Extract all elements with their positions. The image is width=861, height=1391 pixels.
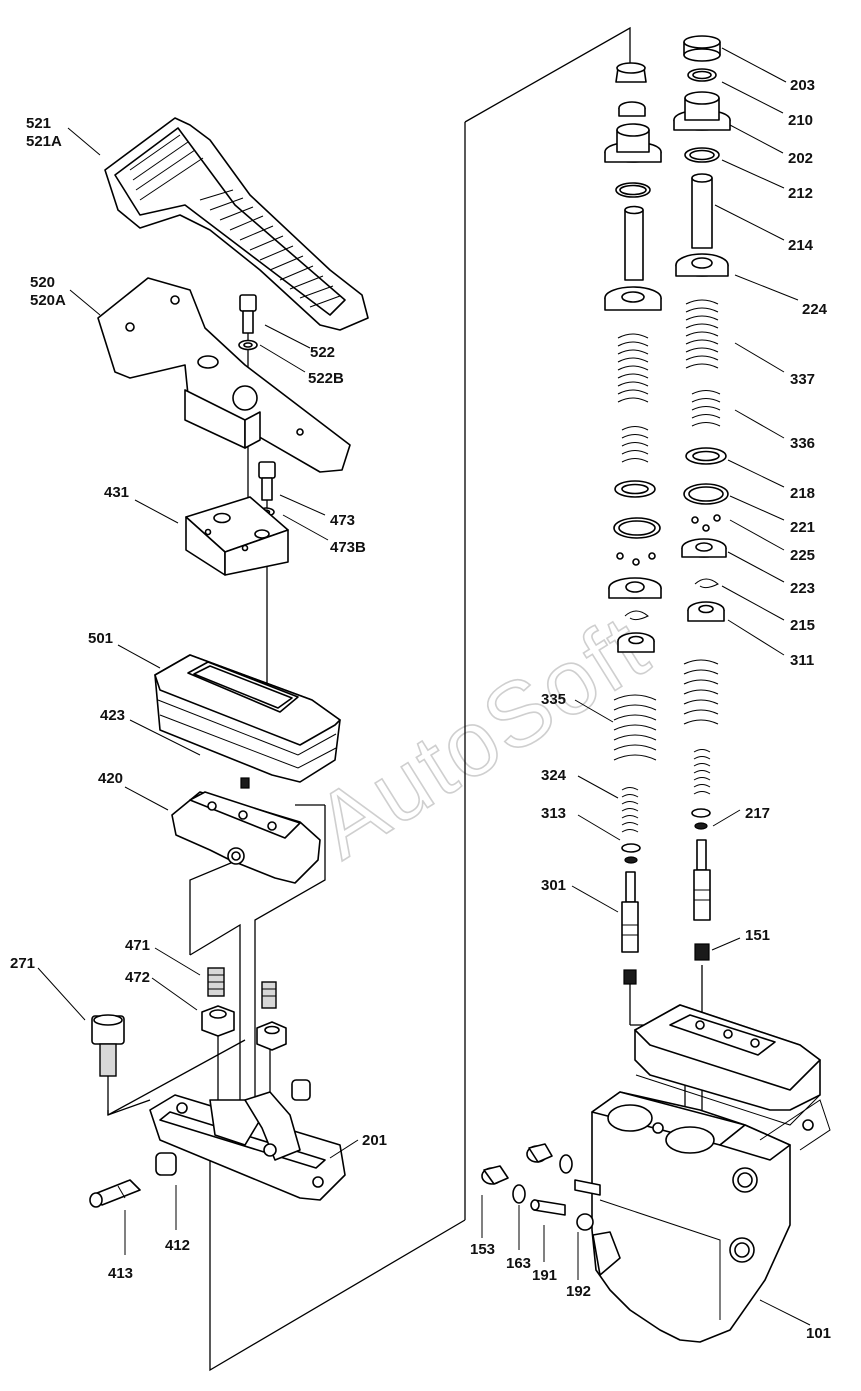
label-335: 335	[541, 691, 566, 708]
label-191: 191	[532, 1267, 557, 1284]
label-522B: 522B	[308, 370, 344, 387]
label-153: 153	[470, 1241, 495, 1258]
label-431: 431	[104, 484, 129, 501]
label-203: 203	[790, 77, 815, 94]
label-472: 472	[125, 969, 150, 986]
label-520: 520	[30, 274, 55, 291]
label-202: 202	[788, 150, 813, 167]
label-337: 337	[790, 371, 815, 388]
cam-plate-420	[171, 791, 321, 884]
pin-423	[240, 777, 250, 789]
label-217: 217	[745, 805, 770, 822]
label-201: 201	[362, 1132, 387, 1149]
label-301: 301	[541, 877, 566, 894]
label-151: 151	[745, 927, 770, 944]
label-336: 336	[790, 435, 815, 452]
label-210: 210	[788, 112, 813, 129]
label-420: 420	[98, 770, 123, 787]
label-101: 101	[806, 1325, 831, 1342]
bushing-near-201	[291, 1079, 311, 1101]
label-473: 473	[330, 512, 355, 529]
label-521: 521	[26, 115, 51, 132]
plug-153	[481, 1165, 509, 1185]
oring-163	[512, 1154, 573, 1204]
label-271: 271	[10, 955, 35, 972]
label-224: 224	[802, 301, 828, 318]
right-valve-stack	[673, 35, 731, 961]
label-413: 413	[108, 1265, 133, 1282]
ball-192	[576, 1213, 594, 1231]
label-522: 522	[310, 344, 335, 361]
pin-191	[530, 1179, 601, 1216]
label-423: 423	[100, 707, 125, 724]
block-431	[185, 496, 289, 576]
label-412: 412	[165, 1237, 190, 1254]
label-324: 324	[541, 767, 567, 784]
bracket-520	[97, 277, 351, 473]
label-225: 225	[790, 547, 815, 564]
boot-501	[154, 654, 341, 783]
left-valve-stack	[604, 62, 662, 985]
leader-lines	[37, 47, 811, 1326]
label-212: 212	[788, 185, 813, 202]
label-520A: 520A	[30, 292, 66, 309]
label-521A: 521A	[26, 133, 62, 150]
spring-plug-471	[207, 967, 277, 1009]
label-313: 313	[541, 805, 566, 822]
watermark-text: AutoSoft	[299, 596, 666, 878]
bolt-522	[238, 294, 258, 351]
label-192: 192	[566, 1283, 591, 1300]
part-labels: 521 521A 520 520A 522 522B 473 473B 431 …	[10, 77, 831, 1342]
valve-body-101	[591, 1004, 831, 1343]
plug-153b	[526, 1143, 553, 1163]
pedal-521	[104, 117, 369, 331]
label-214: 214	[788, 237, 814, 254]
label-218: 218	[790, 485, 815, 502]
label-311: 311	[790, 652, 814, 669]
label-473B: 473B	[330, 539, 366, 556]
bushing-412	[155, 1152, 177, 1176]
base-plate-201	[149, 1091, 346, 1201]
label-163: 163	[506, 1255, 531, 1272]
label-221: 221	[790, 519, 815, 536]
label-471: 471	[125, 937, 150, 954]
label-223: 223	[790, 580, 815, 597]
pin-413	[89, 1179, 141, 1208]
label-501: 501	[88, 630, 113, 647]
bolt-271	[91, 1014, 125, 1077]
label-215: 215	[790, 617, 815, 634]
nut-472	[201, 1005, 287, 1051]
